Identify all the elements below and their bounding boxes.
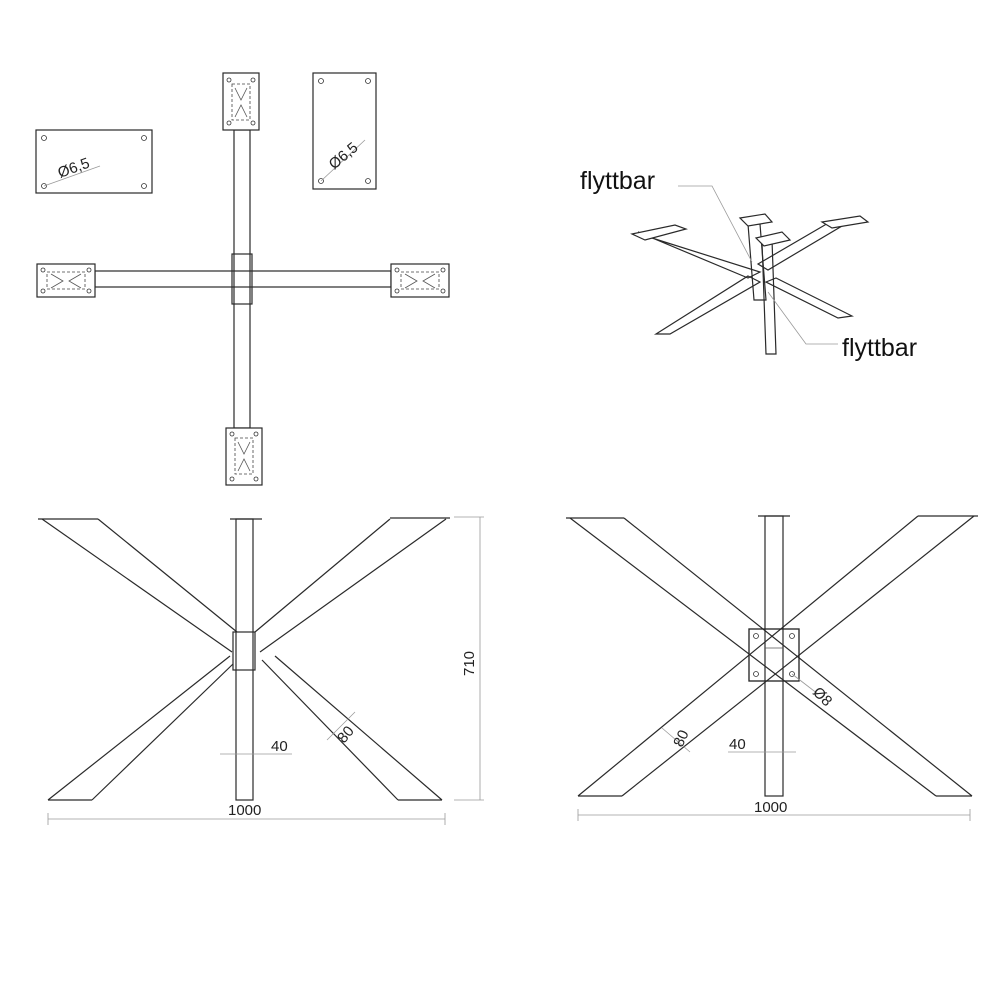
movable-label-lower: flyttbar	[842, 334, 917, 362]
top-view-plate-top	[222, 72, 260, 131]
top-view-horizontal-arm	[94, 270, 392, 288]
front-elevation: 710 80 40 1000	[38, 516, 484, 825]
leader-line-upper	[678, 185, 753, 263]
height-dimension-label: 710	[461, 651, 478, 676]
overall-width-label-front: 1000	[228, 802, 261, 819]
top-view-vertical-arm	[233, 129, 251, 429]
post-width-label-side: 40	[729, 736, 746, 753]
isometric-view	[630, 185, 870, 355]
detail-plate-horizontal: Ø6,5	[35, 129, 153, 194]
leader-line-lower	[767, 291, 838, 345]
movable-label-upper: flyttbar	[580, 167, 655, 195]
top-view-plate-right	[390, 263, 450, 298]
hole-diameter-label-side: Ø8	[809, 684, 835, 710]
side-elevation: Ø8 80 40 1000	[566, 515, 978, 821]
top-view-plate-left	[36, 263, 96, 298]
beam-width-label-front: 80	[334, 723, 358, 747]
detail-plate-vertical: Ø6,5	[312, 72, 377, 190]
post-width-label-front: 40	[271, 738, 288, 755]
overall-width-label-side: 1000	[754, 799, 787, 816]
beam-width-label-side: 80	[670, 727, 692, 749]
top-view	[36, 72, 450, 486]
top-view-center-hub	[231, 253, 253, 305]
top-view-plate-bottom	[225, 427, 263, 486]
